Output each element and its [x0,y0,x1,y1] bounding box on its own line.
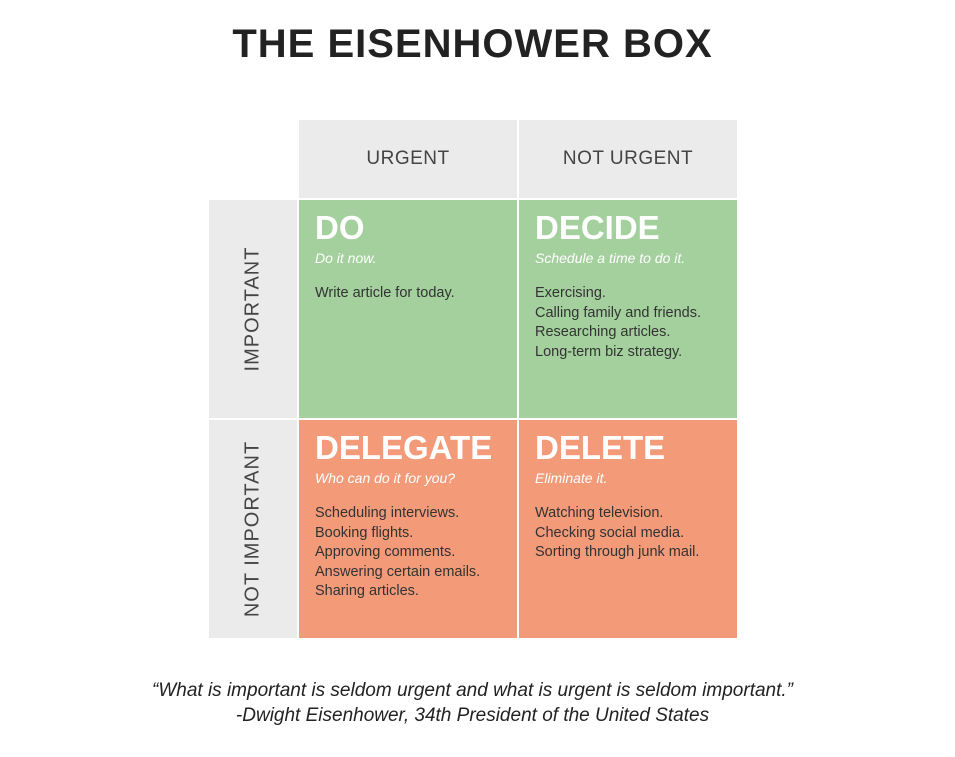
quadrant-decide: DECIDE Schedule a time to do it. Exercis… [519,200,737,418]
quadrant-title: DELEGATE [315,429,493,466]
quadrant-subtitle: Schedule a time to do it. [535,250,686,266]
list-item: Calling family and friends. [535,304,702,321]
quote: “What is important is seldom urgent and … [0,678,945,728]
page-title: THE EISENHOWER BOX [232,22,713,66]
row-label: IMPORTANT [241,246,264,372]
list-item: Answering certain emails. [315,563,481,580]
quadrant-subtitle: Who can do it for you? [315,470,456,486]
quadrant-title: DELETE [535,429,666,466]
quote-attribution: -Dwight Eisenhower, 34th President of th… [235,705,710,726]
list-item: Exercising. [535,285,606,301]
list-item: Write article for today. [315,285,455,301]
list-item: Booking flights. [315,524,414,541]
row-header-not-important: NOT IMPORTANT [209,420,297,638]
quadrant-subtitle: Eliminate it. [535,470,608,486]
list-item: Scheduling interviews. [315,505,460,521]
quadrant-delegate: DELEGATE Who can do it for you? Scheduli… [299,420,517,638]
column-header-urgent: URGENT [299,120,517,198]
quadrant-title: DO [315,209,365,246]
list-item: Watching television. [535,505,664,521]
list-item: Sharing articles. [315,583,419,599]
row-label: NOT IMPORTANT [241,440,264,618]
quadrant-subtitle: Do it now. [315,250,377,266]
list-item: Long-term biz strategy. [535,343,683,360]
quadrant-do: DO Do it now. Write article for today. [299,200,517,418]
list-item: Approving comments. [315,544,456,560]
quote-text: “What is important is seldom urgent and … [152,680,793,701]
quadrant-delete: DELETE Eliminate it. Watching television… [519,420,737,638]
list-item: Checking social media. [535,524,685,541]
row-header-important: IMPORTANT [209,200,297,418]
quadrant-title: DECIDE [535,209,660,246]
list-item: Sorting through junk mail. [535,544,700,560]
list-item: Researching articles. [535,324,671,340]
column-header-not-urgent: NOT URGENT [519,120,737,198]
